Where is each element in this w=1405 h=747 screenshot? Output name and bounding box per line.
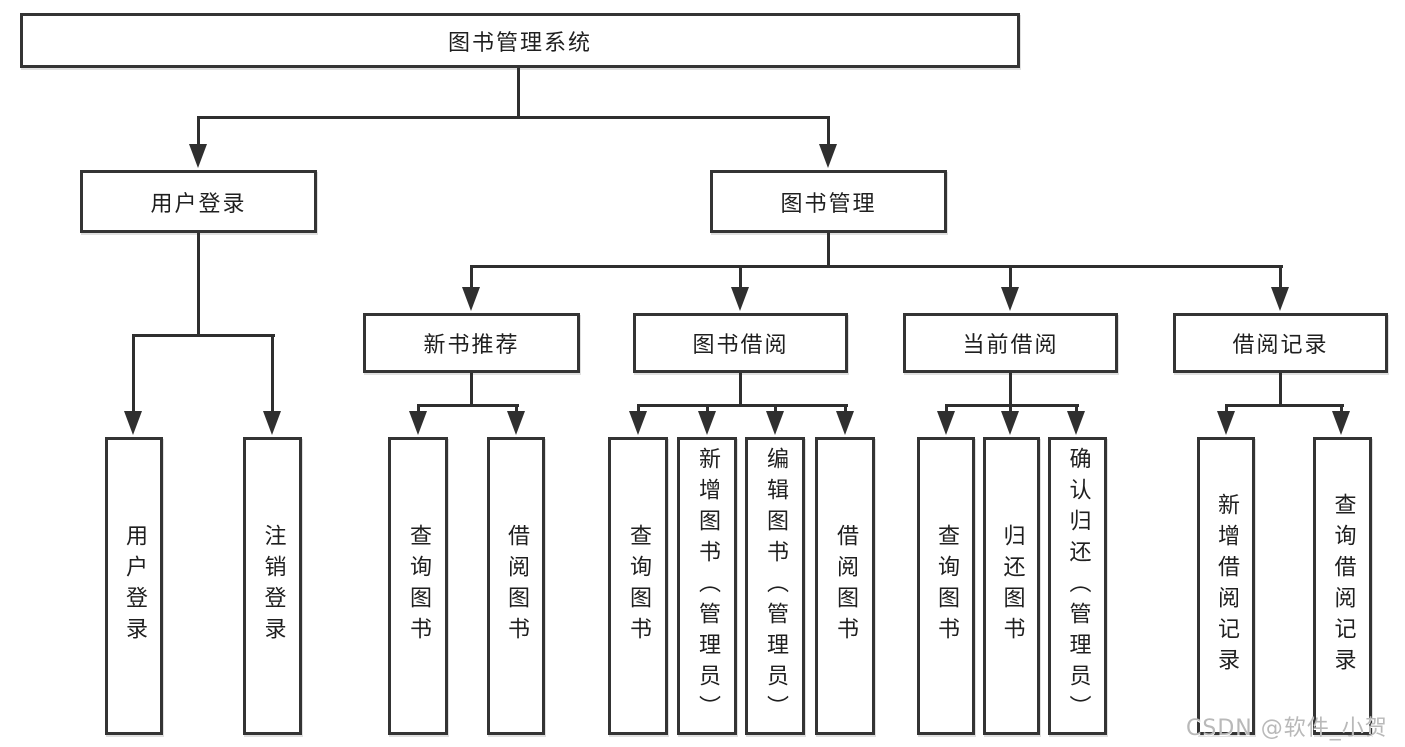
arrowhead-down-icon bbox=[1067, 411, 1085, 435]
leaf-query-borrow-record: 查询借阅记录 bbox=[1313, 437, 1372, 735]
connector-line bbox=[1225, 404, 1228, 416]
connector-line bbox=[517, 68, 520, 118]
leaf-borrow-books: 借阅图书 bbox=[815, 437, 875, 735]
leaf-add-borrow-record: 新增借阅记录 bbox=[1197, 437, 1255, 735]
arrowhead-down-icon bbox=[731, 287, 749, 311]
node-new-book-recommend-label: 新书推荐 bbox=[423, 333, 520, 358]
connector-line bbox=[470, 265, 1283, 268]
connector-line bbox=[1279, 265, 1282, 290]
connector-line bbox=[417, 404, 420, 416]
arrowhead-down-icon bbox=[1217, 411, 1235, 435]
leaf-confirm-return-admin-label: 确认归还（管理员） bbox=[1065, 446, 1091, 726]
leaf-query-books-recommend-label: 查询图书 bbox=[406, 524, 431, 648]
connector-line bbox=[1009, 373, 1012, 406]
connector-line bbox=[271, 334, 274, 414]
connector-line bbox=[774, 404, 777, 416]
leaf-return-book: 归还图书 bbox=[983, 437, 1040, 735]
arrowhead-down-icon bbox=[1001, 411, 1019, 435]
arrowhead-down-icon bbox=[937, 411, 955, 435]
connector-line bbox=[470, 265, 473, 290]
connector-line bbox=[1225, 404, 1344, 407]
connector-line bbox=[844, 404, 847, 416]
connector-line bbox=[739, 265, 742, 290]
connector-line bbox=[470, 373, 473, 406]
arrowhead-down-icon bbox=[836, 411, 854, 435]
node-user-login: 用户登录 bbox=[80, 170, 317, 233]
leaf-user-login: 用户登录 bbox=[105, 437, 163, 735]
connector-line bbox=[637, 404, 640, 416]
connector-line bbox=[515, 404, 518, 416]
node-book-management: 图书管理 bbox=[710, 170, 947, 233]
leaf-user-login-label: 用户登录 bbox=[122, 524, 147, 648]
leaf-borrow-books-recommend: 借阅图书 bbox=[487, 437, 545, 735]
connector-line bbox=[197, 233, 200, 336]
leaf-query-books-current: 查询图书 bbox=[917, 437, 975, 735]
connector-line bbox=[827, 116, 830, 148]
leaf-return-book-label: 归还图书 bbox=[999, 524, 1025, 648]
leaf-borrow-books-label: 借阅图书 bbox=[833, 524, 858, 648]
arrowhead-down-icon bbox=[263, 411, 281, 435]
node-book-borrow: 图书借阅 bbox=[633, 313, 848, 373]
connector-line bbox=[827, 233, 830, 267]
leaf-query-books-borrow-label: 查询图书 bbox=[626, 524, 651, 648]
connector-line bbox=[945, 404, 948, 416]
leaf-edit-book-admin-label: 编辑图书（管理员） bbox=[763, 446, 788, 726]
leaf-logout-label: 注销登录 bbox=[260, 524, 286, 648]
node-borrow-records-label: 借阅记录 bbox=[1232, 333, 1329, 358]
leaf-query-books-borrow: 查询图书 bbox=[608, 437, 668, 735]
node-book-management-label: 图书管理 bbox=[780, 191, 877, 217]
leaf-add-book-admin: 新增图书（管理员） bbox=[677, 437, 737, 735]
leaf-logout: 注销登录 bbox=[243, 437, 302, 735]
connector-line bbox=[132, 334, 135, 414]
arrowhead-down-icon bbox=[409, 411, 427, 435]
node-current-borrow-label: 当前借阅 bbox=[962, 333, 1059, 358]
csdn-watermark: CSDN @软件_小贺同学 bbox=[1186, 716, 1388, 741]
leaf-query-books-current-label: 查询图书 bbox=[934, 524, 959, 648]
leaf-edit-book-admin: 编辑图书（管理员） bbox=[745, 437, 805, 735]
arrowhead-down-icon bbox=[189, 144, 207, 168]
connector-line bbox=[1075, 404, 1078, 416]
leaf-borrow-books-recommend-label: 借阅图书 bbox=[504, 524, 529, 648]
arrowhead-down-icon bbox=[1001, 287, 1019, 311]
connector-line bbox=[197, 116, 200, 148]
node-book-borrow-label: 图书借阅 bbox=[692, 333, 789, 358]
leaf-query-borrow-record-label: 查询借阅记录 bbox=[1330, 493, 1356, 679]
leaf-add-borrow-record-label: 新增借阅记录 bbox=[1214, 493, 1239, 679]
connector-line bbox=[637, 404, 848, 407]
leaf-query-books-recommend: 查询图书 bbox=[388, 437, 448, 735]
arrowhead-down-icon bbox=[1271, 287, 1289, 311]
arrowhead-down-icon bbox=[698, 411, 716, 435]
node-user-login-label: 用户登录 bbox=[150, 191, 247, 217]
node-root: 图书管理系统 bbox=[20, 13, 1020, 68]
connector-line bbox=[1340, 404, 1343, 416]
arrowhead-down-icon bbox=[124, 411, 142, 435]
arrowhead-down-icon bbox=[766, 411, 784, 435]
connector-line bbox=[945, 404, 1079, 407]
connector-line bbox=[197, 116, 830, 119]
node-current-borrow: 当前借阅 bbox=[903, 313, 1118, 373]
leaf-add-book-admin-label: 新增图书（管理员） bbox=[695, 446, 720, 726]
connector-line bbox=[1279, 373, 1282, 406]
connector-line bbox=[1009, 404, 1012, 416]
node-root-label: 图书管理系统 bbox=[447, 30, 592, 56]
arrowhead-down-icon bbox=[629, 411, 647, 435]
connector-line bbox=[132, 334, 275, 337]
node-borrow-records: 借阅记录 bbox=[1173, 313, 1388, 373]
connector-line bbox=[417, 404, 519, 407]
arrowhead-down-icon bbox=[1332, 411, 1350, 435]
arrowhead-down-icon bbox=[819, 144, 837, 168]
node-new-book-recommend: 新书推荐 bbox=[363, 313, 580, 373]
connector-line bbox=[739, 373, 742, 406]
arrowhead-down-icon bbox=[507, 411, 525, 435]
connector-line bbox=[1009, 265, 1012, 290]
arrowhead-down-icon bbox=[462, 287, 480, 311]
connector-line bbox=[706, 404, 709, 416]
leaf-confirm-return-admin: 确认归还（管理员） bbox=[1048, 437, 1107, 735]
